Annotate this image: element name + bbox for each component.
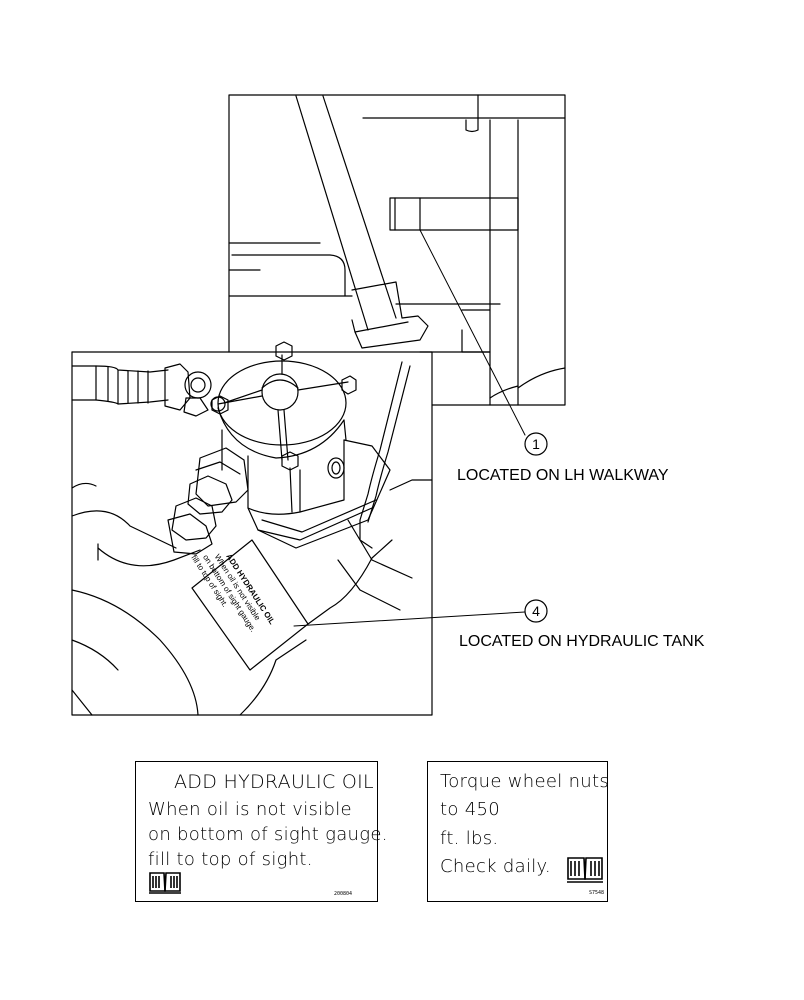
callout-label-hydraulic-tank: LOCATED ON HYDRAULIC TANK xyxy=(459,633,705,650)
decal-add-hydraulic-oil: ADD HYDRAULIC OIL When oil is not visibl… xyxy=(135,761,387,902)
decal-line: Torque wheel nuts xyxy=(440,771,610,792)
decal-title: ADD HYDRAULIC OIL xyxy=(174,771,374,793)
decal-line: to 450 xyxy=(440,799,500,820)
decal-line: ft. lbs. xyxy=(440,828,499,849)
decal-code: S7548 xyxy=(589,890,605,896)
manual-book-icon xyxy=(567,857,603,883)
callout-number-4: 4 xyxy=(532,603,540,619)
decal-line: on bottom of sight gauge. xyxy=(148,824,388,845)
hydraulic-tank-view xyxy=(71,341,433,716)
decal-line: When oil is not visible xyxy=(148,799,352,820)
decal-line: Check daily. xyxy=(440,856,551,877)
manual-book-icon xyxy=(149,872,181,894)
callout-balloon-4: 4 xyxy=(524,599,548,623)
callout-label-lh-walkway: LOCATED ON LH WALKWAY xyxy=(457,467,669,484)
decal-line: fill to top of sight. xyxy=(148,849,313,870)
installed-decal: ADD HYDRAULIC OIL When oil is not visibl… xyxy=(189,552,276,633)
decal-code: 200804 xyxy=(334,891,353,897)
decal-torque-wheel-nuts: Torque wheel nuts to 450 ft. lbs. Check … xyxy=(427,761,610,902)
callout-number-1: 1 xyxy=(532,436,540,452)
walkway-view xyxy=(228,94,566,406)
leader-lines xyxy=(293,229,526,627)
callout-balloon-1: 1 xyxy=(524,432,548,456)
